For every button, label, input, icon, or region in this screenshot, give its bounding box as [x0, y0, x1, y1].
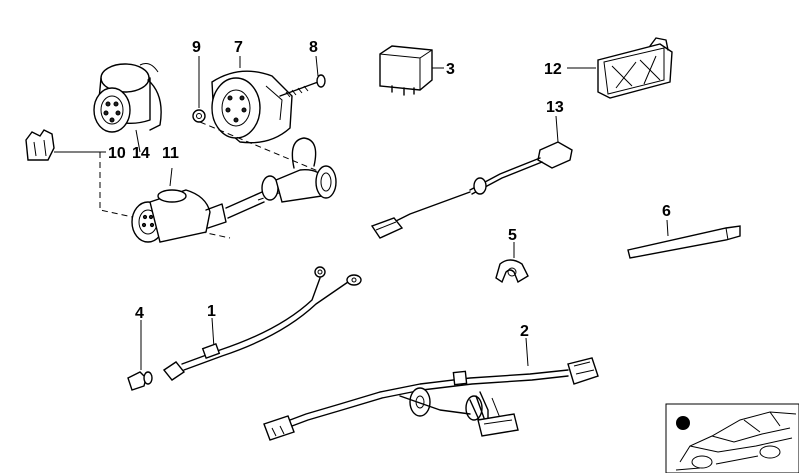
label-part-9[interactable]: 9 — [192, 39, 201, 56]
label-part-3[interactable]: 3 — [446, 61, 455, 78]
label-part-2[interactable]: 2 — [520, 323, 529, 340]
label-part-1[interactable]: 1 — [207, 303, 216, 320]
adapter-cable-part-11[interactable] — [99, 121, 337, 243]
label-part-13[interactable]: 13 — [546, 99, 564, 116]
label-part-4[interactable]: 4 — [135, 305, 144, 322]
relay-part-3[interactable] — [379, 45, 444, 96]
cable-tie-part-6[interactable] — [627, 219, 741, 259]
cable-part-1[interactable] — [162, 266, 362, 381]
socket-housing-part-7[interactable] — [211, 56, 293, 144]
label-part-11[interactable]: 11 — [162, 145, 179, 162]
nut-part-9[interactable] — [192, 56, 206, 123]
label-part-5[interactable]: 5 — [508, 227, 517, 244]
location-dot-icon — [676, 416, 690, 430]
label-part-10[interactable]: 10 — [108, 145, 126, 162]
socket-part-14[interactable] — [93, 63, 162, 133]
label-part-6[interactable]: 6 — [662, 203, 671, 220]
cable-clip-part-5[interactable] — [495, 242, 529, 284]
wiring-harness-part-2[interactable] — [263, 337, 599, 441]
screw-part-8[interactable] — [279, 55, 326, 98]
label-part-14[interactable]: 14 — [132, 145, 150, 162]
connecting-cable-part-13[interactable] — [370, 115, 573, 239]
label-part-12[interactable]: 12 — [544, 61, 562, 78]
holder-part-10[interactable] — [25, 129, 106, 161]
label-part-8[interactable]: 8 — [309, 39, 318, 56]
car-outline-icon — [665, 403, 799, 473]
cover-part-12[interactable] — [570, 37, 673, 99]
bulb-part-4[interactable] — [127, 320, 153, 391]
label-part-7[interactable]: 7 — [234, 39, 243, 56]
